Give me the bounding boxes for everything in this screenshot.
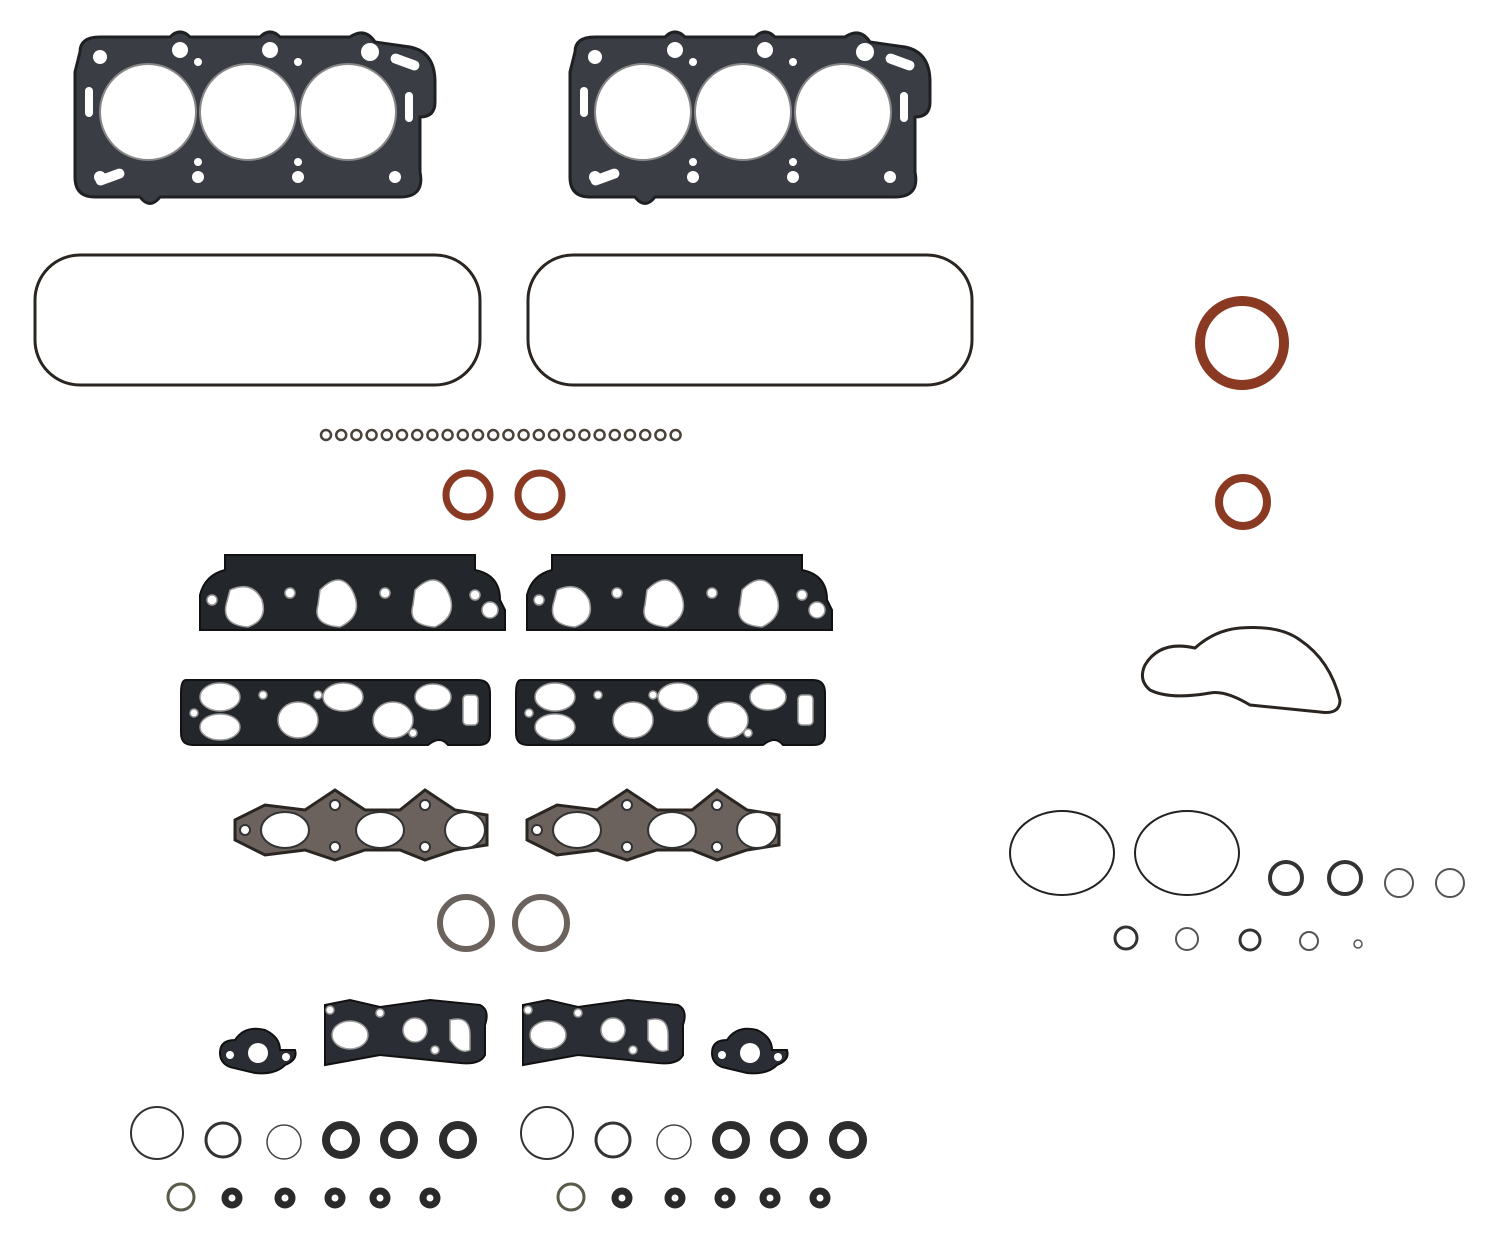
exhaust-manifold-gasket-left [233, 788, 489, 862]
water-outlet-gasket-right [711, 1027, 789, 1075]
oring-small [166, 1182, 196, 1212]
oring-large [520, 1106, 574, 1160]
cylinder-head-gasket-left [73, 30, 437, 205]
valve-seal [770, 1121, 808, 1159]
intake-manifold-gasket-right [526, 554, 833, 631]
small-oring [654, 428, 667, 442]
valve-stem-seal [809, 1187, 831, 1209]
valve-stem-seal [419, 1187, 441, 1209]
oring-small [556, 1182, 586, 1212]
small-oring [623, 428, 637, 442]
valve-stem-seal [611, 1187, 633, 1209]
small-oring [410, 428, 424, 442]
small-oring [547, 428, 561, 442]
front-crank-seal [1215, 474, 1271, 530]
small-oring [395, 428, 409, 442]
cam-seal-right [514, 469, 566, 521]
valve-stem-seal [324, 1187, 346, 1209]
valve-stem-seal [759, 1187, 781, 1209]
cylinder-head-gasket-right [568, 30, 932, 205]
valve-seal [829, 1121, 867, 1159]
small-oring [334, 428, 348, 442]
exhaust-ring-left [437, 894, 495, 952]
intake-manifold-gasket-left [199, 554, 506, 631]
oring-medium [594, 1121, 632, 1159]
oring [1327, 860, 1363, 896]
large-oring-2 [1134, 810, 1240, 896]
intake-plenum-gasket-right [515, 679, 826, 746]
oring [1299, 931, 1319, 951]
valve-seal [712, 1121, 750, 1159]
exhaust-ring-right [512, 894, 570, 952]
valve-stem-seal [274, 1187, 296, 1209]
small-oring [380, 428, 394, 442]
oring [1113, 925, 1139, 951]
large-oring-1 [1009, 810, 1115, 896]
valve-stem-seal [714, 1187, 736, 1209]
oring [1238, 928, 1262, 952]
small-oring [638, 428, 652, 442]
egr-gasket-right [522, 999, 686, 1066]
oring [1353, 939, 1363, 949]
small-oring [319, 428, 333, 442]
egr-gasket-left [324, 999, 488, 1066]
small-oring [365, 428, 378, 442]
water-outlet-gasket-left [219, 1027, 297, 1075]
rear-main-seal [1195, 296, 1289, 390]
water-pump-gasket [1140, 626, 1342, 714]
spark-plug-tube-seals [319, 428, 682, 442]
intake-plenum-gasket-left [180, 679, 491, 746]
oring [1175, 927, 1199, 951]
small-oring [578, 428, 591, 442]
valve-seal [322, 1121, 360, 1159]
valve-cover-gasket-right [526, 253, 974, 387]
oring-thin [656, 1124, 692, 1160]
small-oring [669, 428, 682, 442]
valve-cover-gasket-left [33, 253, 482, 387]
oring-large [130, 1106, 184, 1160]
small-oring [593, 428, 606, 442]
valve-seal [439, 1121, 477, 1159]
small-oring [486, 428, 500, 442]
oring [1268, 860, 1304, 896]
small-oring [517, 428, 530, 442]
valve-seal [380, 1121, 418, 1159]
oring [1435, 868, 1465, 898]
small-oring [350, 428, 363, 442]
valve-stem-seal [369, 1187, 391, 1209]
small-oring [608, 428, 622, 442]
small-oring [441, 428, 454, 442]
small-oring [502, 428, 515, 442]
small-oring [532, 428, 546, 442]
exhaust-manifold-gasket-right [525, 788, 781, 862]
oring [1384, 868, 1414, 898]
valve-stem-seals-and-orings [130, 1106, 867, 1212]
misc-orings [1113, 860, 1465, 952]
small-oring [456, 428, 470, 442]
small-oring [471, 428, 485, 442]
cam-seal-left [442, 469, 494, 521]
valve-stem-seal [221, 1187, 243, 1209]
oring-thin [266, 1124, 302, 1160]
small-oring [426, 428, 439, 442]
oring-medium [204, 1121, 242, 1159]
valve-stem-seal [664, 1187, 686, 1209]
small-oring [562, 428, 576, 442]
